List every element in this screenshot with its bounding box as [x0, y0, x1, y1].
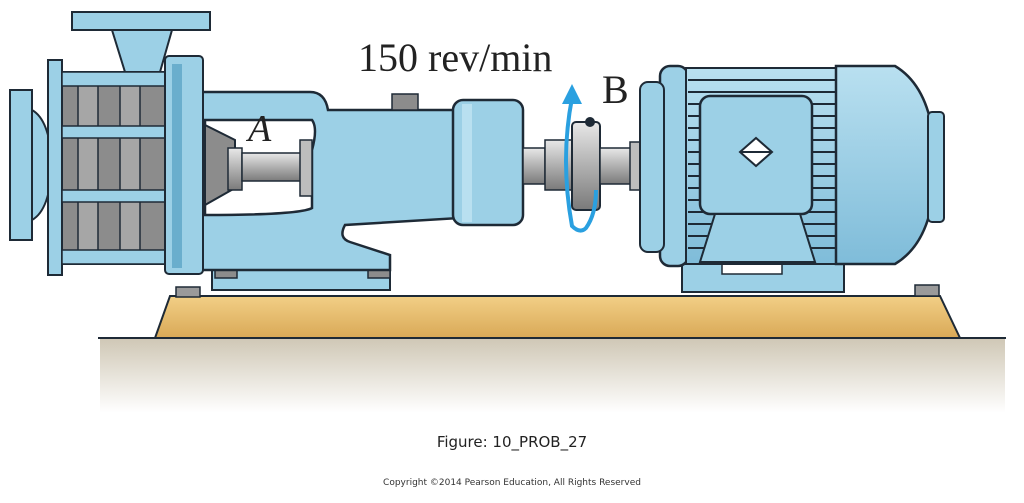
rotation-arrow — [562, 84, 598, 233]
copyright-notice: Copyright ©2014 Pearson Education, All R… — [383, 478, 641, 488]
pump-casing — [9, 55, 204, 276]
pump-motor-diagram — [9, 11, 1006, 413]
base-plate — [153, 284, 962, 339]
inlet-nozzle — [71, 11, 211, 73]
shaft-a — [204, 123, 313, 207]
motor — [639, 64, 945, 293]
floor — [98, 337, 1006, 413]
rotation-speed-label: 150 rev/min — [358, 35, 553, 80]
shaft-b — [522, 117, 645, 211]
point-b-label: B — [602, 67, 629, 112]
point-a-label: A — [248, 108, 272, 150]
coupling-housing — [451, 98, 525, 227]
figure-caption: Figure: 10_PROB_27 — [436, 433, 588, 451]
top-bolt — [391, 93, 419, 111]
